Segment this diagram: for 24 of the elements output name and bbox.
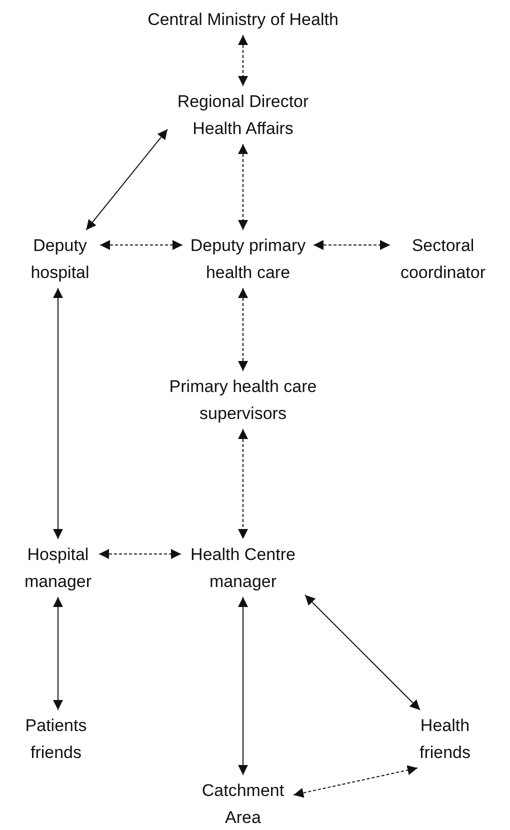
- double-arrow: [304, 594, 420, 710]
- double-arrow: [86, 128, 168, 230]
- node-label: Catchment Area: [196, 777, 290, 830]
- double-arrow: [238, 34, 248, 86]
- node-label: Patients friends: [18, 712, 94, 766]
- double-arrow: [53, 596, 63, 710]
- node-label: Central Ministry of Health: [123, 6, 363, 33]
- node-label: Health Centre manager: [184, 541, 302, 595]
- node-label: Sectoral coordinator: [393, 232, 493, 286]
- double-arrow: [98, 549, 182, 559]
- double-arrow: [238, 144, 248, 230]
- double-arrow: [313, 240, 390, 250]
- node-label: Primary health care supervisors: [160, 373, 326, 427]
- double-arrow: [293, 765, 418, 798]
- node-label: Health friends: [411, 712, 479, 766]
- double-arrow: [238, 428, 248, 540]
- node-label: Regional Director Health Affairs: [170, 88, 316, 142]
- double-arrow: [53, 288, 63, 540]
- double-arrow: [100, 240, 183, 250]
- node-label: Hospital manager: [20, 541, 96, 595]
- double-arrow: [238, 596, 248, 776]
- double-arrow: [238, 288, 248, 372]
- node-label: Deputy primary health care: [186, 232, 310, 286]
- node-label: Deputy hospital: [23, 232, 97, 286]
